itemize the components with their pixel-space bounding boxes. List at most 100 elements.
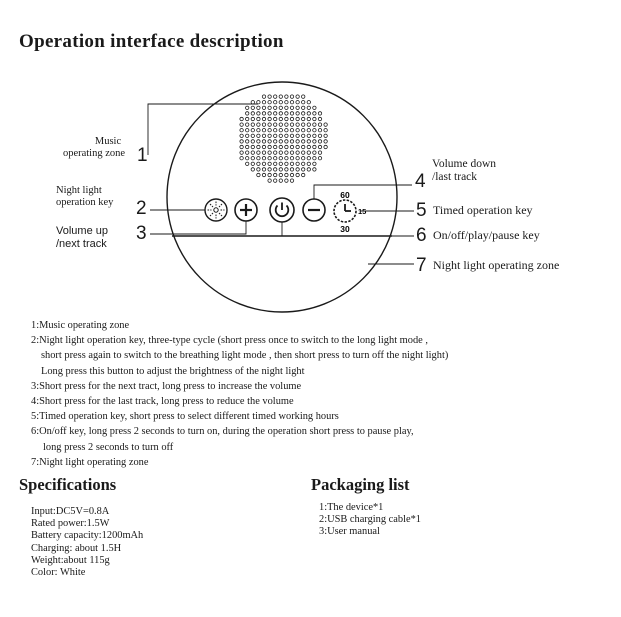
grille-hole xyxy=(284,100,289,105)
grille-hole xyxy=(267,172,272,178)
grille-hole xyxy=(273,105,278,110)
grille-hole xyxy=(295,172,300,178)
grille-hole xyxy=(245,133,250,138)
grille-hole xyxy=(312,150,317,155)
grille-hole xyxy=(239,122,244,127)
grille-hole xyxy=(250,116,255,122)
grille-hole xyxy=(284,116,289,122)
grille-hole xyxy=(301,139,306,144)
callout-music-zone-line1: Music xyxy=(94,136,122,147)
description-item: 5:Timed operation key, short press to se… xyxy=(31,409,448,424)
packaging-item: 3:User manual xyxy=(319,526,380,538)
grille-hole xyxy=(312,116,317,122)
grille-hole xyxy=(256,111,261,116)
grille-hole xyxy=(278,161,283,166)
grille-hole xyxy=(250,122,255,127)
description-item: 2:Night light operation key, three-type … xyxy=(31,333,448,379)
volume-down-key-icon[interactable] xyxy=(302,198,326,222)
grille-hole xyxy=(289,150,295,155)
grille-hole xyxy=(295,161,300,166)
grille-hole xyxy=(267,156,272,161)
callout-number-3: 3 xyxy=(136,223,147,244)
grille-hole xyxy=(289,167,295,172)
packaging-item: 1:The device*1 xyxy=(319,502,384,513)
grille-hole xyxy=(323,122,328,127)
grille-hole xyxy=(295,105,300,110)
grille-hole xyxy=(239,144,244,150)
specification-item: Color: White xyxy=(31,567,86,579)
grille-hole xyxy=(278,133,283,138)
grille-hole xyxy=(289,122,295,127)
grille-hole xyxy=(301,122,306,127)
grille-hole xyxy=(317,133,323,138)
callout-volume-down-line2: /last track xyxy=(432,171,478,184)
grille-hole xyxy=(306,122,311,127)
grille-hole xyxy=(306,161,311,166)
callout-number-5: 5 xyxy=(416,200,427,221)
grille-hole xyxy=(284,94,289,99)
grille-hole xyxy=(245,144,250,150)
grille-hole xyxy=(261,128,267,133)
grille-hole xyxy=(267,94,272,99)
leader-lines xyxy=(147,103,414,265)
grille-hole xyxy=(312,139,317,144)
night-light-key-icon[interactable] xyxy=(204,198,228,222)
timer-label-15: 15 xyxy=(358,207,366,216)
grille-hole xyxy=(284,178,289,183)
description-item: 1:Music operating zone xyxy=(31,318,448,333)
grille-hole xyxy=(295,139,300,144)
grille-hole xyxy=(256,144,261,150)
grille-hole xyxy=(312,105,317,110)
callout-number-1: 1 xyxy=(137,145,148,166)
grille-hole xyxy=(267,139,272,144)
callout-timed-key: Timed operation key xyxy=(433,203,533,217)
grille-hole xyxy=(250,161,255,166)
grille-hole xyxy=(289,111,295,116)
grille-hole xyxy=(273,144,278,150)
callout-number-4: 4 xyxy=(415,171,426,192)
grille-hole xyxy=(256,150,261,155)
grille-hole xyxy=(284,156,289,161)
grille-hole xyxy=(256,133,261,138)
grille-hole xyxy=(278,156,283,161)
grille-hole xyxy=(250,133,255,138)
grille-hole xyxy=(267,167,272,172)
specification-item: Weight:about 115g xyxy=(31,554,110,566)
grille-hole xyxy=(295,111,300,116)
callout-music-zone: Music operating zone xyxy=(63,136,137,160)
grille-hole xyxy=(295,128,300,133)
callout-volume-up: Volume up /next track xyxy=(56,225,108,250)
grille-hole xyxy=(278,144,283,150)
grille-hole xyxy=(267,178,272,183)
grille-hole xyxy=(250,105,255,110)
grille-hole xyxy=(239,139,244,144)
power-key-icon[interactable] xyxy=(269,197,295,223)
grille-hole xyxy=(284,111,289,116)
grille-hole xyxy=(284,172,289,178)
grille-hole xyxy=(278,122,283,127)
callout-number-7: 7 xyxy=(416,255,427,276)
grille-hole xyxy=(278,94,283,99)
grille-hole xyxy=(284,167,289,172)
callout-night-light-key: Night light operation key xyxy=(56,185,113,209)
grille-hole xyxy=(278,105,283,110)
grille-hole xyxy=(301,100,306,105)
grille-hole xyxy=(323,133,328,138)
grille-hole xyxy=(239,128,244,133)
grille-hole xyxy=(301,167,306,172)
grille-hole xyxy=(312,156,317,161)
timer-key-icon[interactable] xyxy=(333,199,357,223)
grille-hole xyxy=(317,128,323,133)
grille-hole xyxy=(323,144,328,150)
grille-hole xyxy=(267,122,272,127)
description-continuation: short press again to switch to the breat… xyxy=(41,350,449,362)
grille-hole xyxy=(273,122,278,127)
grille-hole xyxy=(289,144,295,150)
grille-hole xyxy=(250,167,255,172)
volume-up-key-icon[interactable] xyxy=(234,198,258,222)
grille-hole xyxy=(261,167,267,172)
grille-hole xyxy=(261,144,267,150)
description-item: 6:On/off key, long press 2 seconds to tu… xyxy=(31,424,448,454)
